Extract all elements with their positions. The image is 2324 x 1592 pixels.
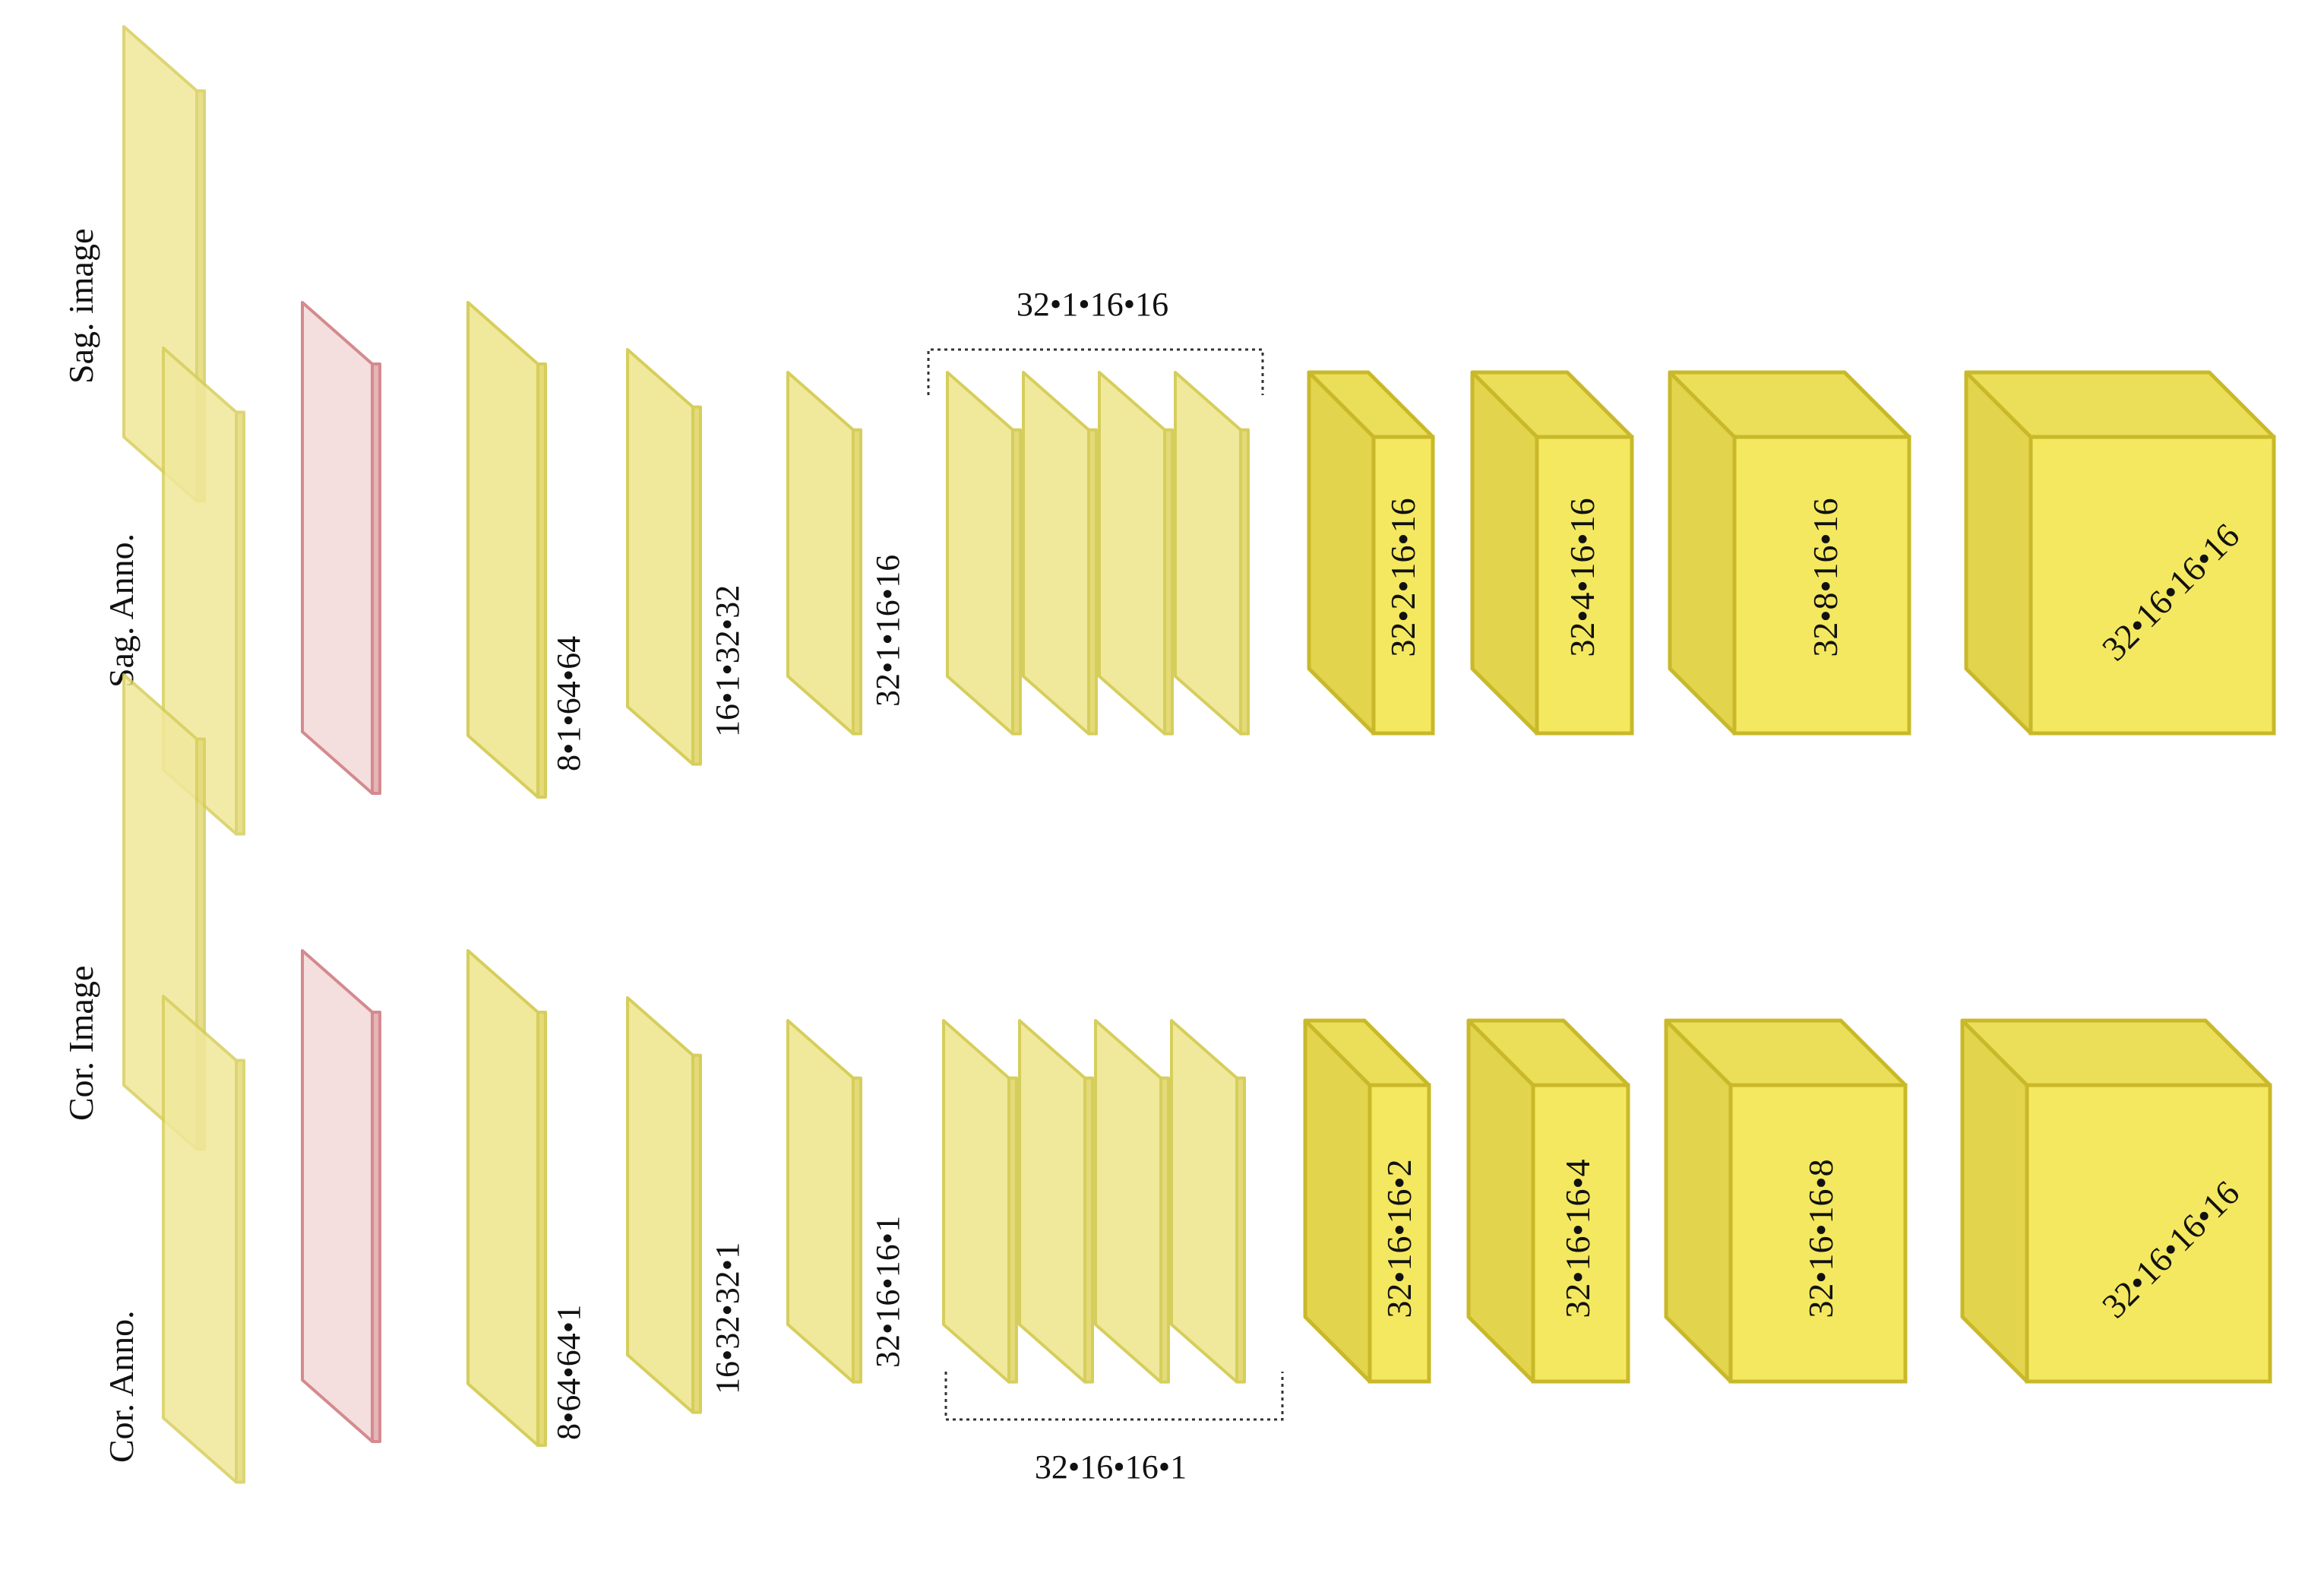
coronal-merge-plate (301, 949, 381, 1443)
coronal-dim-label-2: 16•32•32•1 (709, 1242, 746, 1394)
coronal-cube-1 (1303, 1018, 1431, 1384)
coronal-cube-4 (1960, 1018, 2272, 1384)
coronal-group-plate-3 (1094, 1019, 1170, 1384)
sagittal-group-plate-3-edge (1163, 428, 1174, 736)
sagittal-cube-1-front (1371, 435, 1435, 736)
sagittal-cube-2 (1470, 370, 1634, 736)
sagittal-conv-plate-2 (626, 348, 702, 766)
coronal-cube-label-3: 32•16•16•8 (1801, 1159, 1840, 1318)
sagittal-merge-plate-edge (371, 362, 381, 795)
coronal-cube-3-front (1728, 1083, 1908, 1384)
sagittal-conv-plate-3 (786, 371, 862, 736)
sagittal-conv-plate-1-face (466, 301, 539, 799)
coronal-cube-2 (1466, 1018, 1630, 1384)
sagittal-cube-label-3: 32•8•16•16 (1806, 498, 1845, 657)
coronal-merge-plate-face (301, 949, 374, 1443)
coronal-group-label: 32•16•16•1 (1035, 1448, 1187, 1486)
sagittal-group-plate-4-face (1174, 371, 1242, 736)
sagittal-group-plate-3-face (1098, 371, 1166, 736)
coronal-cube-2-front (1531, 1083, 1630, 1384)
coronal-group-plate-1 (942, 1019, 1018, 1384)
sagittal-input-annotation-plate-edge (235, 410, 245, 836)
sagittal-layers (122, 25, 2276, 836)
coronal-cube-3 (1664, 1018, 1908, 1384)
sagittal-cube-4-front (2028, 435, 2276, 736)
coronal-conv-plate-1 (466, 949, 547, 1447)
sagittal-cube-3 (1668, 370, 1911, 736)
sagittal-group-plate-4 (1174, 371, 1250, 736)
sagittal-group-plate-1 (946, 371, 1022, 736)
coronal-conv-plate-3 (786, 1019, 862, 1384)
sagittal-cube-label-2: 32•4•16•16 (1563, 498, 1602, 657)
coronal-branch: Cor. Image Cor. Anno. 8•64•64•1 16•32•32… (62, 673, 2272, 1486)
coronal-conv-plate-3-face (786, 1019, 855, 1384)
sagittal-conv-plate-1 (466, 301, 547, 799)
sagittal-group-label: 32•1•16•16 (1017, 286, 1168, 323)
coronal-group-plate-1-face (942, 1019, 1010, 1384)
sagittal-merge-plate-face (301, 301, 374, 795)
coronal-input-annotation-plate-edge (235, 1059, 245, 1484)
coronal-group-plate-3-face (1094, 1019, 1162, 1384)
coronal-layers (122, 673, 2272, 1484)
coronal-conv-plate-2-face (626, 996, 694, 1414)
coronal-group-plate-3-edge (1159, 1076, 1170, 1384)
coronal-group-plate-1-edge (1007, 1076, 1018, 1384)
sagittal-merge-plate (301, 301, 381, 795)
sagittal-group-bracket (927, 348, 1264, 395)
coronal-conv-plate-1-face (466, 949, 539, 1447)
sagittal-conv-plate-3-edge (852, 428, 862, 736)
sagittal-group-plate-2-face (1022, 371, 1090, 736)
coronal-cube-label-1: 32•16•16•2 (1380, 1159, 1418, 1318)
sagittal-cube-2-front (1535, 435, 1634, 736)
sagittal-cube-label-1: 32•2•16•16 (1383, 498, 1422, 657)
sagittal-group-plate-2 (1022, 371, 1098, 736)
coronal-cube-4-front (2025, 1083, 2272, 1384)
sagittal-conv-plate-2-edge (691, 405, 702, 766)
sagittal-conv-plate-3-face (786, 371, 855, 736)
coronal-input-annotation-plate-face (162, 995, 238, 1484)
sagittal-group-plate-4-edge (1239, 428, 1250, 736)
coronal-input-annotation-plate (162, 995, 245, 1484)
sagittal-group-plate-3 (1098, 371, 1174, 736)
sagittal-branch: Sag. image Sag. Anno. 8•1•64•64 16•1•32•… (62, 25, 2276, 836)
sagittal-group-plate-1-edge (1011, 428, 1022, 736)
coronal-annotation-label: Cor. Anno. (102, 1310, 141, 1463)
coronal-cube-label-2: 32•16•16•4 (1558, 1159, 1597, 1318)
sagittal-cube-1 (1307, 370, 1435, 736)
sagittal-image-label: Sag. image (62, 229, 100, 384)
coronal-conv-plate-3-edge (852, 1076, 862, 1384)
coronal-group-plate-2-edge (1083, 1076, 1094, 1384)
sagittal-dim-label-3: 32•1•16•16 (869, 555, 906, 707)
coronal-group-plate-4-edge (1235, 1076, 1246, 1384)
sagittal-cube-3-front (1732, 435, 1911, 736)
coronal-group-plate-2-face (1018, 1019, 1086, 1384)
coronal-dim-label-1: 8•64•64•1 (550, 1305, 587, 1440)
sagittal-dim-label-2: 16•1•32•32 (709, 585, 746, 737)
coronal-conv-plate-2-edge (691, 1053, 702, 1414)
coronal-cube-1-front (1368, 1083, 1431, 1384)
coronal-conv-plate-1-edge (536, 1010, 547, 1447)
sagittal-annotation-label: Sag. Anno. (102, 533, 141, 688)
sagittal-group-plate-2-edge (1087, 428, 1098, 736)
coronal-group-plate-4 (1170, 1019, 1246, 1384)
sagittal-conv-plate-1-edge (536, 362, 547, 799)
coronal-group-plate-2 (1018, 1019, 1094, 1384)
sagittal-cube-4 (1964, 370, 2276, 736)
coronal-dim-label-3: 32•16•16•1 (869, 1216, 906, 1368)
coronal-group-plate-4-face (1170, 1019, 1238, 1384)
coronal-conv-plate-2 (626, 996, 702, 1414)
sagittal-conv-plate-2-face (626, 348, 694, 766)
coronal-image-label: Cor. Image (62, 966, 100, 1121)
sagittal-input-annotation-plate (162, 347, 245, 836)
coronal-merge-plate-edge (371, 1010, 381, 1443)
sagittal-dim-label-1: 8•1•64•64 (550, 636, 587, 771)
sagittal-group-plate-1-face (946, 371, 1014, 736)
